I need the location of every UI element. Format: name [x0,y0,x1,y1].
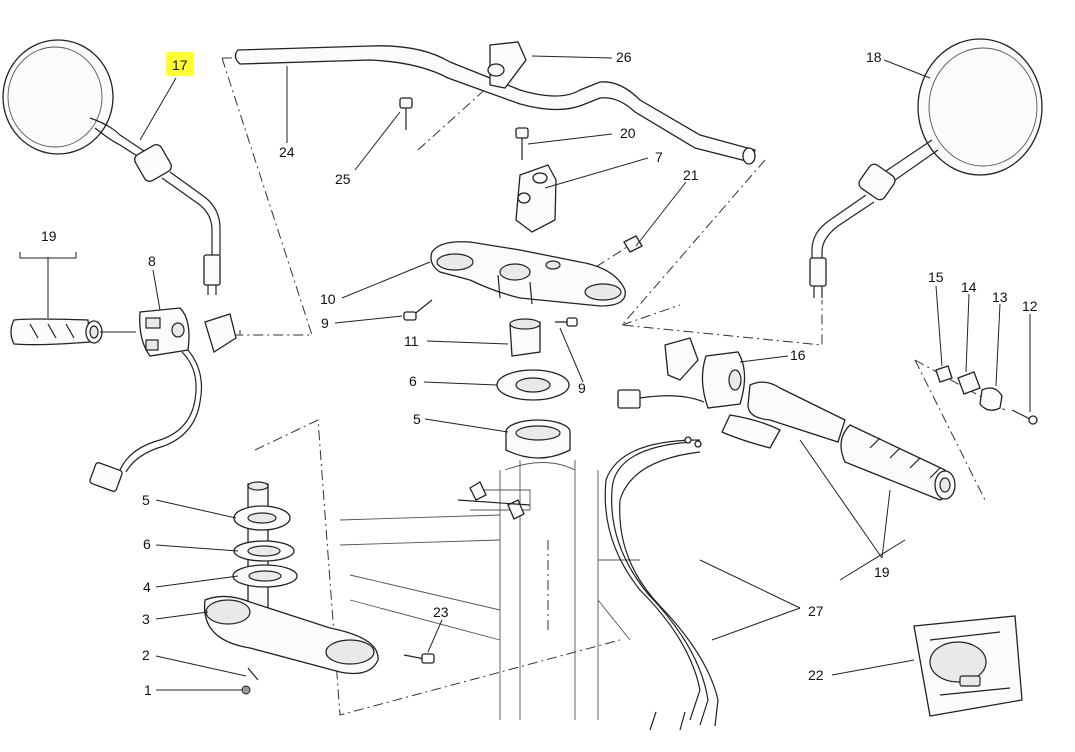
callout-5-bottom[interactable]: 5 [142,492,150,508]
callout-22[interactable]: 22 [808,667,824,683]
callout-labels: 17 18 26 20 7 21 24 25 19 8 10 9 11 6 9 … [41,49,1038,698]
steering-stack [496,318,571,459]
handlebar [234,45,756,165]
throttle-cables [604,436,719,731]
handlebar-clamp [487,41,557,233]
callout-4[interactable]: 4 [143,579,151,595]
callout-7[interactable]: 7 [655,149,663,165]
right-switch-and-grip [617,337,1038,501]
callout-12[interactable]: 12 [1022,298,1038,314]
callout-3[interactable]: 3 [142,611,150,627]
callout-20[interactable]: 20 [620,125,636,141]
callout-26[interactable]: 26 [616,49,632,65]
callout-2[interactable]: 2 [142,647,150,663]
lower-steering-stem [203,481,435,695]
callout-25[interactable]: 25 [335,171,351,187]
callout-27[interactable]: 27 [808,603,824,619]
frame-brackets [457,481,531,520]
frame-outline [339,460,640,720]
callout-9-left[interactable]: 9 [321,315,329,331]
callout-11[interactable]: 11 [404,333,419,349]
construction-lines [220,57,1006,716]
ignition-switch [913,615,1023,717]
callout-23[interactable]: 23 [433,604,449,620]
callout-24[interactable]: 24 [279,144,295,160]
screws-top [399,97,643,253]
callout-8[interactable]: 8 [148,253,156,269]
callout-6-bottom[interactable]: 6 [143,536,151,552]
callout-6-top[interactable]: 6 [409,373,417,389]
leader-lines [19,55,1031,691]
callout-1[interactable]: 1 [144,682,152,698]
callout-21[interactable]: 21 [683,167,699,183]
callout-5-top[interactable]: 5 [413,411,421,427]
left-switch-and-grip [10,307,237,492]
callout-13[interactable]: 13 [992,289,1008,305]
callout-19-right[interactable]: 19 [874,564,890,580]
right-mirror [809,38,1043,298]
callout-15[interactable]: 15 [928,269,944,285]
callout-17[interactable]: 17 [172,57,188,73]
callout-18[interactable]: 18 [866,49,882,65]
callout-17-highlight [166,52,194,76]
callout-14[interactable]: 14 [961,279,977,295]
top-triple-clamp [430,241,626,307]
callout-16[interactable]: 16 [790,347,806,363]
callout-10[interactable]: 10 [320,291,336,307]
clamp-bolts [403,299,578,327]
callout-9-right[interactable]: 9 [578,380,586,396]
callout-19-left[interactable]: 19 [41,228,57,244]
left-mirror [2,39,221,295]
